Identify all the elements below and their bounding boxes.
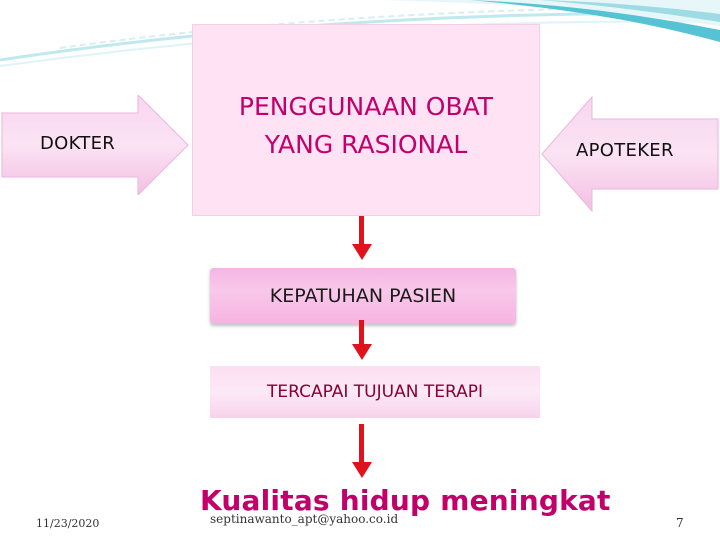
down-arrow-icon [352,320,372,360]
arrow-right-shape [1,93,189,197]
dokter-arrow: DOKTER [0,93,190,197]
kualitas-hidup-text: Kualitas hidup meningkat [200,484,611,517]
tujuan-terapi-box: TERCAPAI TUJUAN TERAPI [210,366,540,418]
arrow-left-shape [541,95,719,213]
apoteker-label: APOTEKER [576,140,674,161]
main-title-line1: PENGGUNAAN OBAT [238,92,494,121]
main-concept-box: PENGGUNAAN OBAT YANG RASIONAL [192,24,540,216]
dokter-label: DOKTER [40,133,116,154]
main-title-line2: YANG RASIONAL [264,130,468,159]
slide-number: 7 [676,516,684,530]
down-arrow-icon [352,216,372,260]
footer-email: septinawanto_apt@yahoo.co.id [210,512,399,526]
main-title: PENGGUNAAN OBAT YANG RASIONAL [192,88,540,164]
footer-date: 11/23/2020 [36,517,100,530]
down-arrow-icon [352,424,372,478]
kepatuhan-box: KEPATUHAN PASIEN [210,268,516,324]
apoteker-arrow: APOTEKER [540,95,720,213]
